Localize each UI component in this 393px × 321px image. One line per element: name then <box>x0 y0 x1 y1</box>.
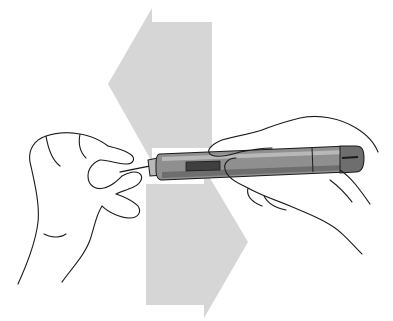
arrow-left-icon <box>108 8 212 162</box>
arrow-right-icon <box>146 168 248 318</box>
left-hand-icon <box>18 133 142 284</box>
